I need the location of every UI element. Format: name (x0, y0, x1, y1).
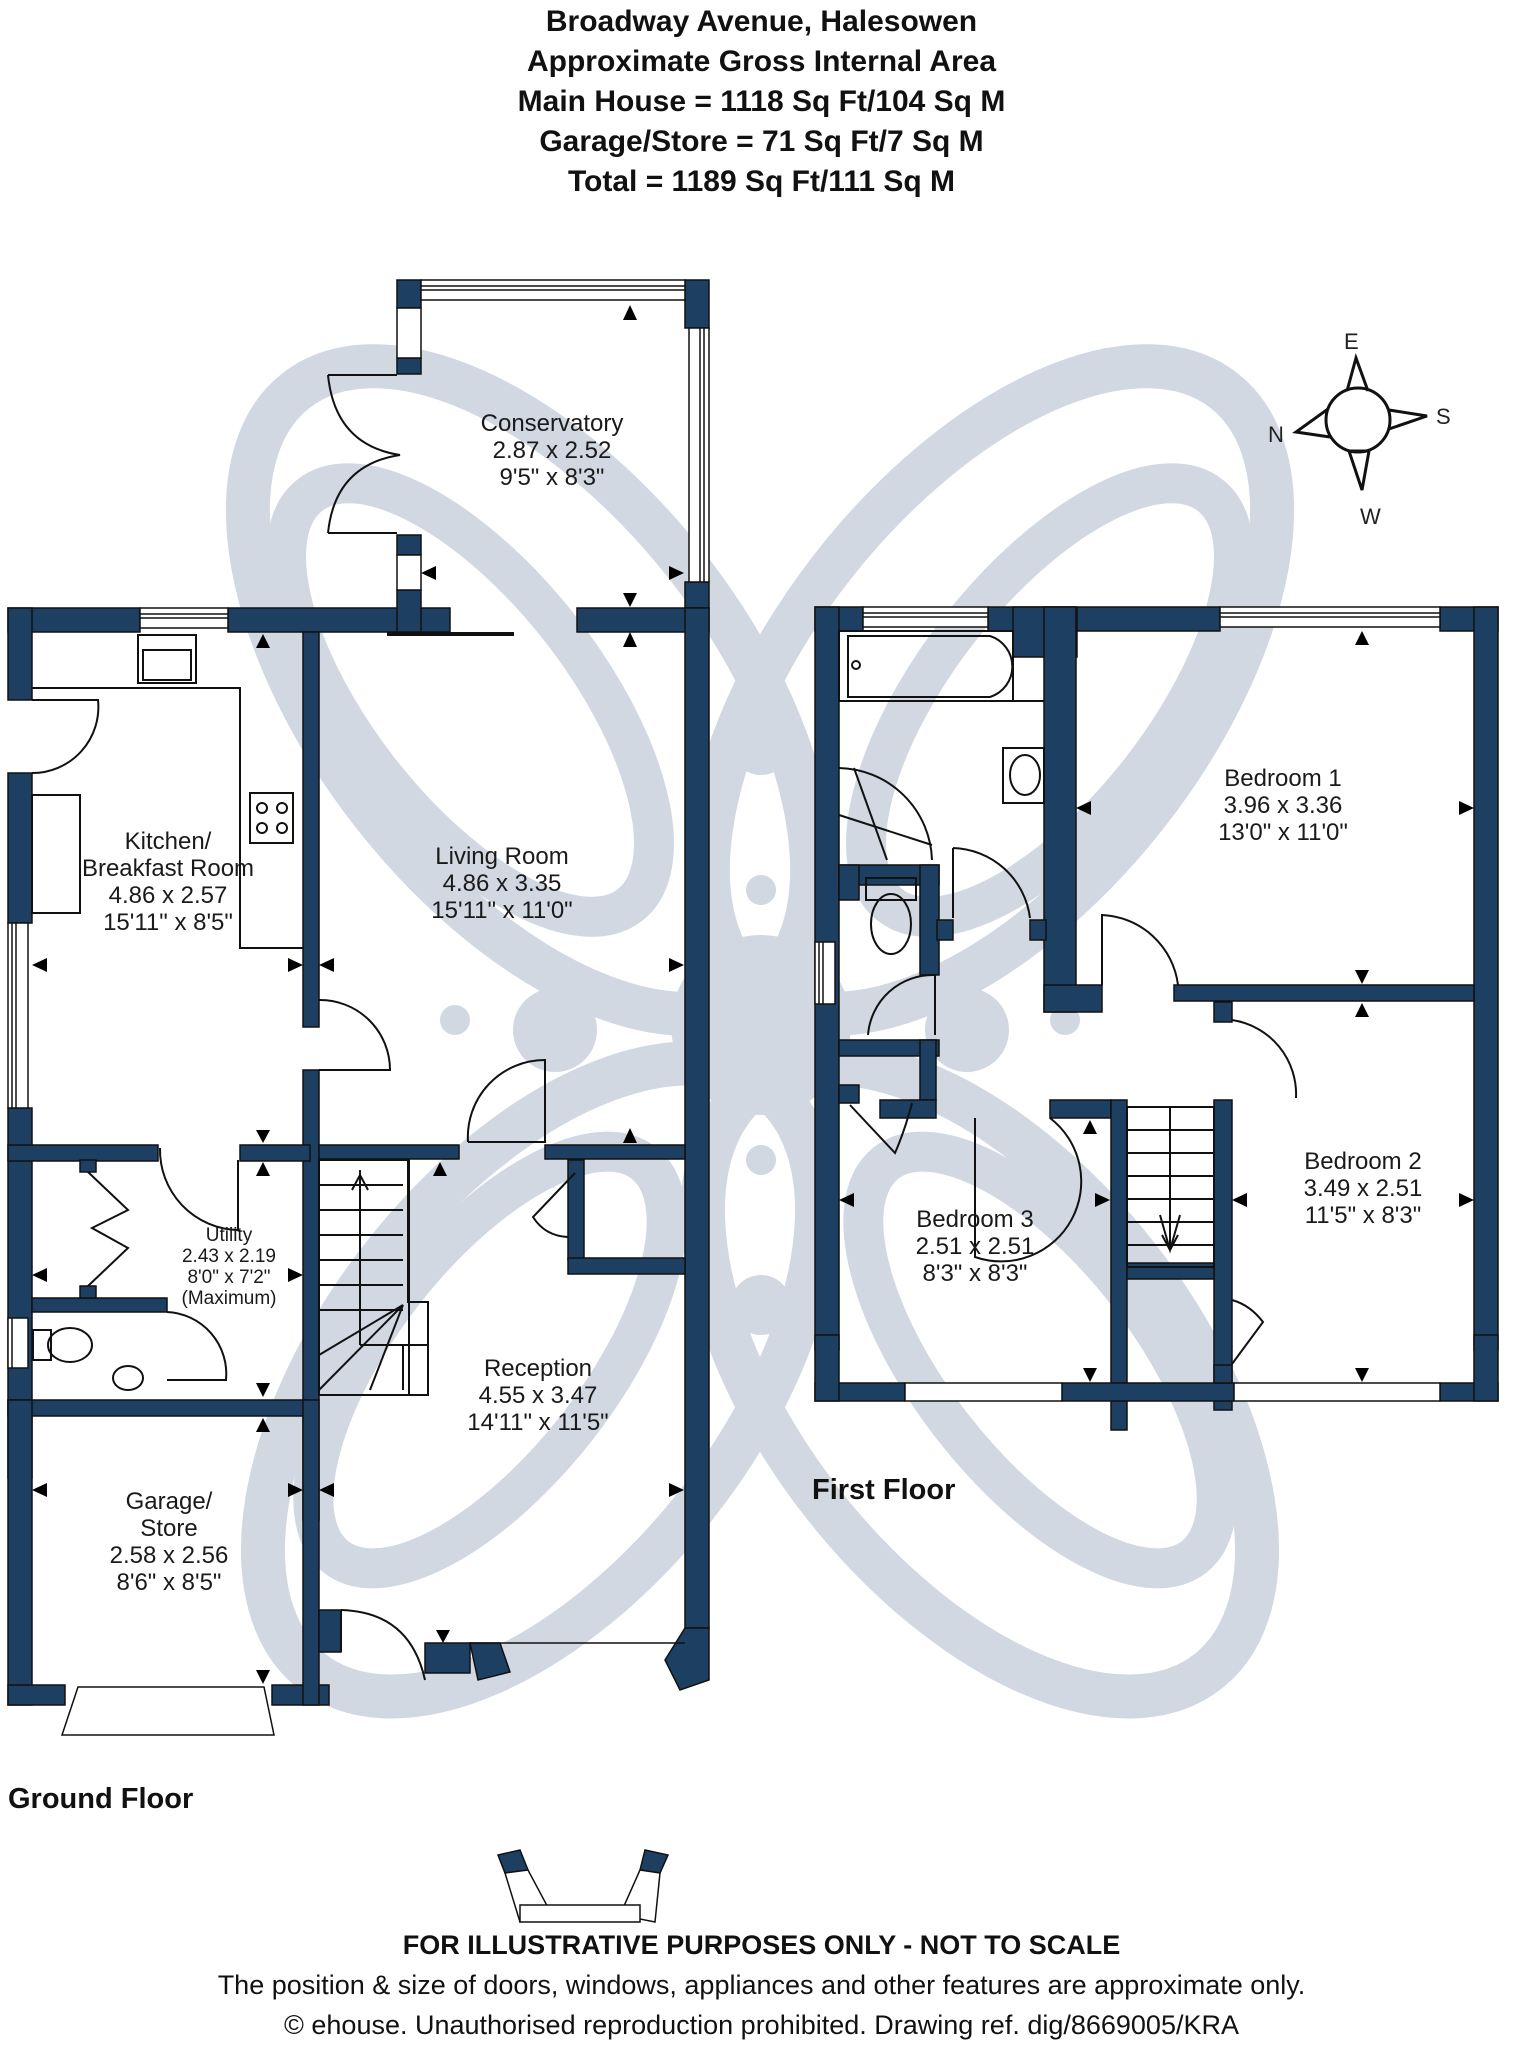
watermark-dots (440, 715, 1080, 1335)
copyright-text: © ehouse. Unauthorised reproduction proh… (284, 2010, 1239, 2040)
disclaimer-text: FOR ILLUSTRATIVE PURPOSES ONLY - NOT TO … (402, 1930, 1121, 1960)
dimension-arrows-ground (32, 305, 684, 1684)
compass-e: E (1344, 329, 1359, 354)
ground-floor-fixtures (31, 374, 685, 1681)
first-floor-windows (814, 606, 1441, 1402)
first-floor-label: First Floor (812, 1474, 956, 1506)
compass-w: W (1360, 504, 1381, 529)
dimension-arrows-first (839, 631, 1474, 1382)
main-house-area: Main House = 1118 Sq Ft/104 Sq M (517, 85, 1006, 118)
plan-header: Broadway Avenue, Halesowen Approximate G… (0, 0, 1523, 202)
plan-footer: FOR ILLUSTRATIVE PURPOSES ONLY - NOT TO … (0, 1925, 1523, 2045)
first-floor-walls (814, 606, 1499, 1431)
room-reception: Reception 4.55 x 3.47 14'11" x 11'5" (467, 1355, 609, 1436)
room-bedroom-2: Bedroom 2 3.49 x 2.51 11'5" x 8'3" (1303, 1148, 1423, 1229)
room-bedroom-1: Bedroom 1 3.96 x 3.36 13'0" x 11'0" (1218, 765, 1348, 846)
ground-floor-windows (7, 279, 710, 1923)
approximation-note: The position & size of doors, windows, a… (217, 1970, 1306, 2000)
room-utility: Utility 2.43 x 2.19 8'0" x 7'2" (Maximum… (181, 1225, 277, 1309)
first-floor-fixtures (838, 630, 1298, 1365)
room-living: Living Room 4.86 x 3.35 15'11" x 11'0" (431, 843, 573, 924)
room-garage-store: Garage/ Store 2.58 x 2.56 8'6" x 8'5" (109, 1488, 229, 1596)
area-subtitle: Approximate Gross Internal Area (526, 45, 997, 78)
property-title: Broadway Avenue, Halesowen (545, 5, 978, 38)
compass-n: N (1268, 422, 1284, 447)
room-conservatory: Conservatory 2.87 x 2.52 9'5" x 8'3" (480, 410, 624, 491)
total-area: Total = 1189 Sq Ft/111 Sq M (567, 165, 956, 198)
ground-floor-label: Ground Floor (8, 1783, 194, 1815)
room-kitchen-breakfast: Kitchen/ Breakfast Room 4.86 x 2.57 15'1… (81, 828, 255, 936)
garage-store-area: Garage/Store = 71 Sq Ft/7 Sq M (539, 125, 984, 158)
room-bedroom-3: Bedroom 3 2.51 x 2.51 8'3" x 8'3" (915, 1206, 1035, 1287)
ground-floor-walls (7, 279, 710, 1874)
compass-rose-icon (1292, 353, 1428, 491)
compass-s: S (1436, 404, 1451, 429)
